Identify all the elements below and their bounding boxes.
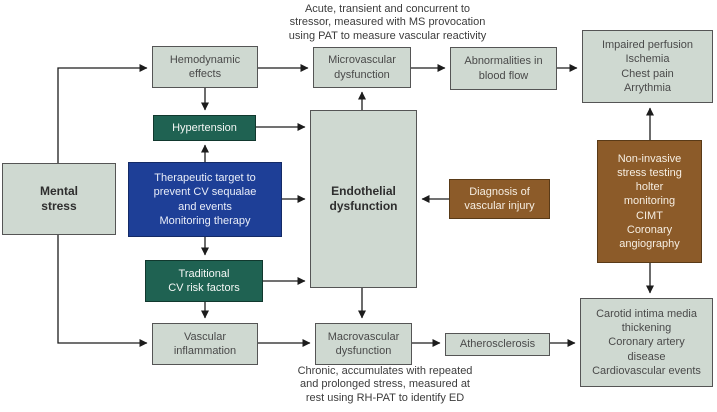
- caption-acute-measurement: Acute, transient and concurrent to stres…: [288, 3, 487, 42]
- node-therapeutic-target: Therapeutic target to prevent CV sequala…: [128, 162, 282, 237]
- caption-chronic-measurement: Chronic, accumulates with repeated and p…: [297, 365, 473, 404]
- node-microvascular-dysfunction: Microvascular dysfunction: [313, 47, 411, 88]
- node-macrovascular-dysfunction: Macrovascular dysfunction: [315, 323, 412, 365]
- node-diagnosis-vascular-injury: Diagnosis of vascular injury: [449, 179, 550, 219]
- node-hemodynamic-effects: Hemodynamic effects: [152, 46, 258, 88]
- node-atherosclerosis: Atherosclerosis: [445, 333, 550, 356]
- node-endothelial-dysfunction: Endothelial dysfunction: [310, 110, 417, 288]
- node-impaired-perfusion-outcomes: Impaired perfusion Ischemia Chest pain A…: [582, 30, 713, 103]
- node-noninvasive-testing: Non-invasive stress testing holter monit…: [597, 140, 702, 263]
- node-abnormalities-blood-flow: Abnormalities in blood flow: [450, 47, 557, 90]
- node-mental-stress: Mental stress: [2, 163, 116, 235]
- node-vascular-inflammation: Vascular inflammation: [152, 323, 258, 365]
- node-hypertension: Hypertension: [153, 115, 256, 141]
- node-carotid-outcomes: Carotid intima media thickening Coronary…: [580, 298, 713, 387]
- node-traditional-cv-risk-factors: Traditional CV risk factors: [145, 260, 263, 302]
